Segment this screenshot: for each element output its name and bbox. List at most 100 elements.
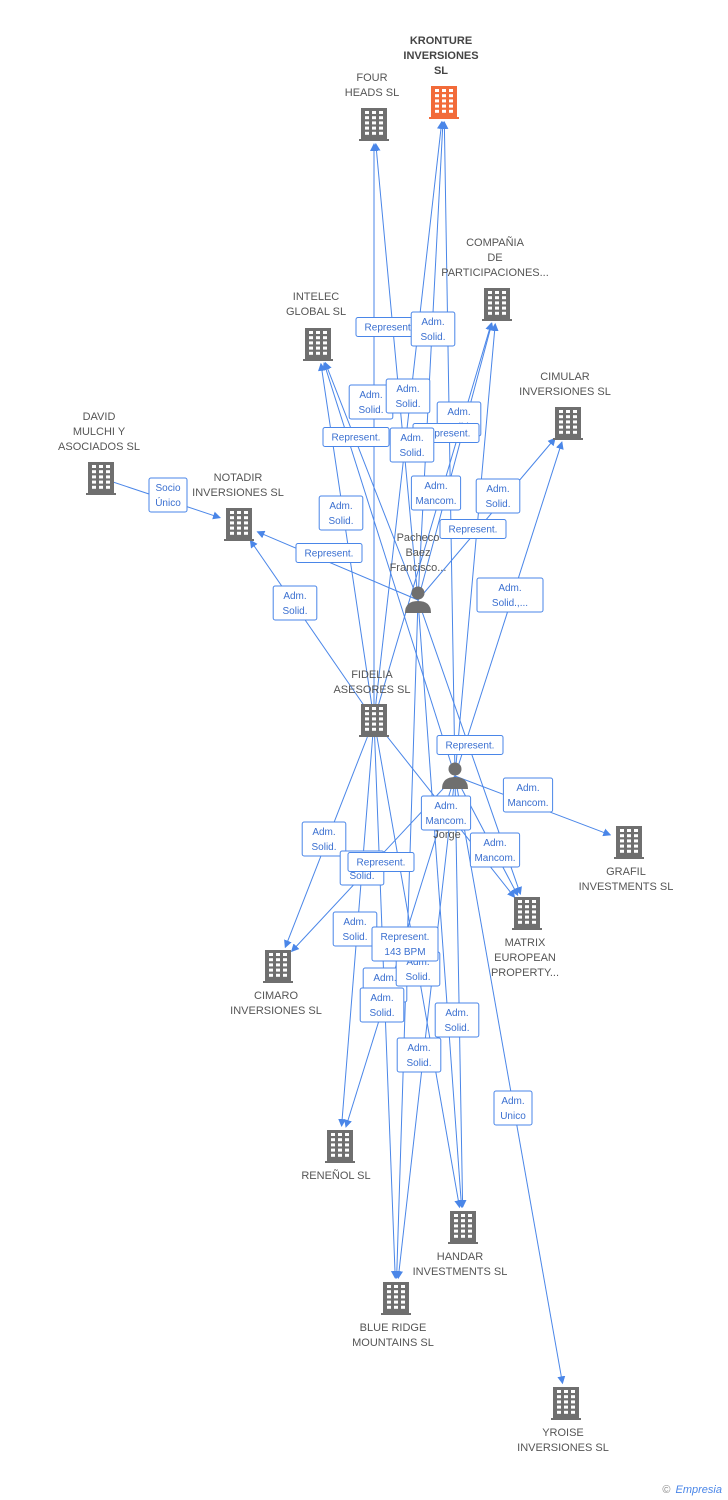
edge-label-text: Represent. [446, 741, 495, 752]
edge-label-jorge-to-intelec[interactable]: Adm.Solid. [318, 495, 364, 531]
edge-label-text: Solid. [405, 972, 430, 983]
node-label: INVERSIONES SL [519, 386, 611, 398]
edge-label-text: Solid. [311, 842, 336, 853]
edge-jorge-to-yroise [454, 775, 566, 1385]
node-label: NOTADIR [214, 472, 263, 484]
edge-label-jorge-to-grafil[interactable]: Adm.Mancom. [502, 777, 554, 813]
node-label: INVERSIONES SL [230, 1005, 322, 1017]
edge-label-fidelia-to-notadir[interactable]: Adm. Solid. [272, 585, 318, 621]
building-icon [359, 704, 389, 737]
node-label: CIMULAR [540, 371, 590, 383]
edge-label-jorge-to-kronture[interactable]: Adm.Mancom. [410, 475, 462, 511]
edge-label-text: Adm. [483, 838, 506, 849]
edge-label-pacheco-to-cimular[interactable]: Adm.Solid. [475, 478, 521, 514]
edge-label-text: Adm. [407, 1043, 430, 1054]
node-label: PARTICIPACIONES... [441, 267, 549, 279]
edge-label-fidelia-to-cimaro[interactable]: Adm.Solid. [301, 821, 347, 857]
edge-label-text: Adm. [498, 583, 521, 594]
edge-pacheco-to-kronture [417, 120, 447, 601]
node-renenol[interactable]: RENEÑOL SL [301, 1130, 371, 1182]
edge-label-text: Adm. [434, 801, 457, 812]
edge-label-box [148, 477, 188, 513]
edge-label-text: Unico [500, 1111, 526, 1122]
edge-label-box [347, 852, 415, 872]
edge-label-fidelia-to-handar[interactable]: Adm.Solid. [332, 911, 378, 947]
edge-label-jorge-to-cimular[interactable]: Adm.Solid.,... [476, 577, 544, 613]
edge-jorge-to-blueridge [395, 775, 456, 1280]
edge-pacheco-to-fourheads [372, 142, 419, 601]
node-label: Francisco... [390, 562, 447, 574]
edge-label-text: Represent. [305, 549, 354, 560]
edge-label-text: Represent. [381, 932, 430, 943]
node-label: INVERSIONES SL [517, 1442, 609, 1454]
node-label: DE [487, 252, 502, 264]
node-label: FOUR [356, 72, 387, 84]
edge-label-text: Adm. [343, 917, 366, 928]
building-icon [448, 1211, 478, 1244]
edge-fidelia-to-intelec [318, 362, 375, 721]
node-label: Jorge [433, 829, 461, 841]
edge-label-box [434, 1002, 480, 1038]
edge-label-box [436, 735, 504, 755]
edge-label-pacheco-to-notadir[interactable]: Represent. [295, 543, 363, 563]
node-label: INVESTMENTS SL [413, 1266, 508, 1278]
edge-label-text: Solid. [282, 606, 307, 617]
edge-label-pacheco-to-kronture[interactable]: Adm.Solid. [385, 378, 431, 414]
node-label: MATRIX [505, 937, 546, 949]
edge-label-box [301, 821, 347, 857]
edge-label-box [420, 795, 472, 831]
node-matrix[interactable]: MATRIX EUROPEAN PROPERTY... [491, 897, 559, 979]
edge-label-text: Solid. [369, 1008, 394, 1019]
edge-label-fidelia-to-blueridge[interactable]: Adm.Solid. [396, 1037, 442, 1073]
node-cimular[interactable]: CIMULAR INVERSIONES SL [519, 371, 611, 440]
edge-label-text: Solid. [420, 332, 445, 343]
edge-label-fidelia-to-renenol[interactable]: Represent. [347, 852, 415, 872]
node-label: INVERSIONES SL [192, 487, 284, 499]
node-label: COMPAÑIA [466, 236, 525, 249]
building-icon [551, 1387, 581, 1420]
edge-label-pacheco-to-matrix[interactable]: Adm.Mancom. [420, 795, 472, 831]
empresia-credit[interactable]: © Empresia [662, 1484, 722, 1496]
node-pacheco[interactable]: PachecoBaezFrancisco... [390, 532, 447, 613]
edge-label-jorge-to-blueridge[interactable]: Adm.Solid. [359, 987, 405, 1023]
edge-label-text: Adm. [406, 957, 429, 968]
edge-label-jorge-to-matrix[interactable]: Adm.Mancom. [469, 832, 521, 868]
edge-label-pacheco-to-blueridge[interactable]: Represent. 143 BPM [371, 926, 439, 962]
edge-label-jorge-to-compania[interactable]: Represent. [439, 519, 507, 539]
edge-label-box [502, 777, 554, 813]
edge-label-box [318, 495, 364, 531]
node-compania[interactable]: COMPAÑIA DE PARTICIPACIONES... [441, 236, 549, 321]
node-jorge[interactable]: Jorge [433, 762, 468, 842]
edge-label-text: Adm. [283, 591, 306, 602]
edge-label-text: Adm. [516, 783, 539, 794]
edge-label-fidelia-to-intelec[interactable]: Represent. [322, 427, 390, 447]
edge-label-jorge-to-yroise[interactable]: Adm.Unico [493, 1090, 533, 1126]
edge-label-box [389, 427, 435, 463]
edge-label-fidelia-to-matrix[interactable]: Represent. [436, 735, 504, 755]
edge-label-jorge-to-handar[interactable]: Adm.Solid. [434, 1002, 480, 1038]
edge-label-box [439, 519, 507, 539]
node-label: EUROPEAN [494, 952, 556, 964]
node-notadir[interactable]: NOTADIR INVERSIONES SL [192, 472, 284, 541]
edge-label-text: Adm. [445, 1008, 468, 1019]
node-label: FIDELIA [351, 669, 393, 681]
edge-label-pacheco-to-intelec[interactable]: Adm.Solid. [389, 427, 435, 463]
edge-label-text: 143 BPM [384, 947, 425, 958]
node-label: DAVID [83, 411, 116, 423]
edge-label-box [371, 926, 439, 962]
edge-label-text: Adm. [359, 390, 382, 401]
node-label: PROPERTY... [491, 967, 559, 979]
building-icon [86, 462, 116, 495]
edge-label-fidelia-to-kronture[interactable]: Adm.Solid. [410, 311, 456, 347]
